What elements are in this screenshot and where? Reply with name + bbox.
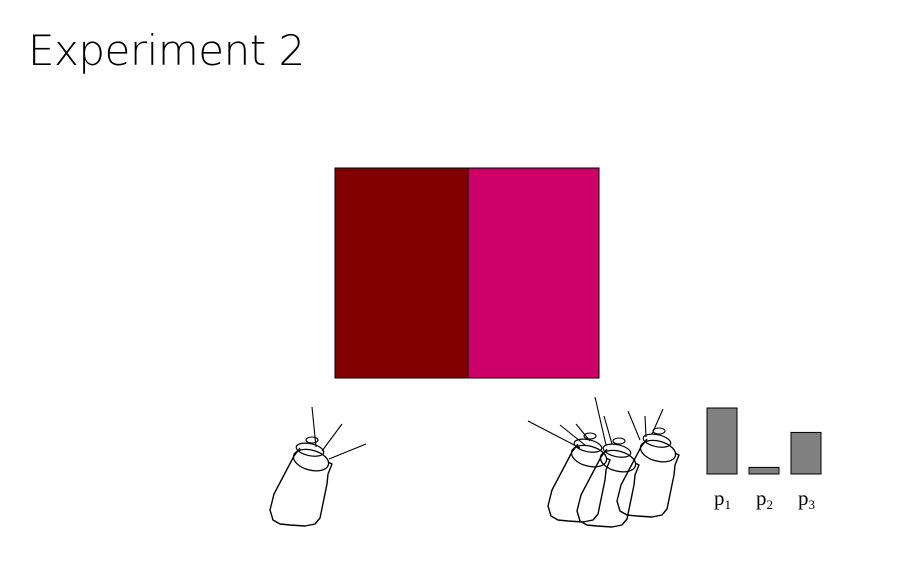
projector-group [527, 396, 680, 528]
bar-p2 [748, 466, 780, 475]
page-title: Experiment 2 [28, 26, 305, 75]
bar-label-p1: p1 [714, 486, 731, 512]
primaries-bar-chart: p1 p2 p3 [706, 407, 822, 512]
stimulus-right-half [467, 167, 600, 379]
projector-icon [576, 396, 640, 528]
bar-label-p2: p2 [756, 486, 773, 512]
bar-p1 [706, 407, 738, 475]
stimulus-left-half [334, 167, 469, 379]
projector-icon [527, 420, 611, 523]
projector-icon [616, 408, 680, 518]
bar-label-p3: p3 [798, 486, 815, 512]
bar-p3 [790, 431, 822, 475]
projector-icon [269, 406, 367, 527]
